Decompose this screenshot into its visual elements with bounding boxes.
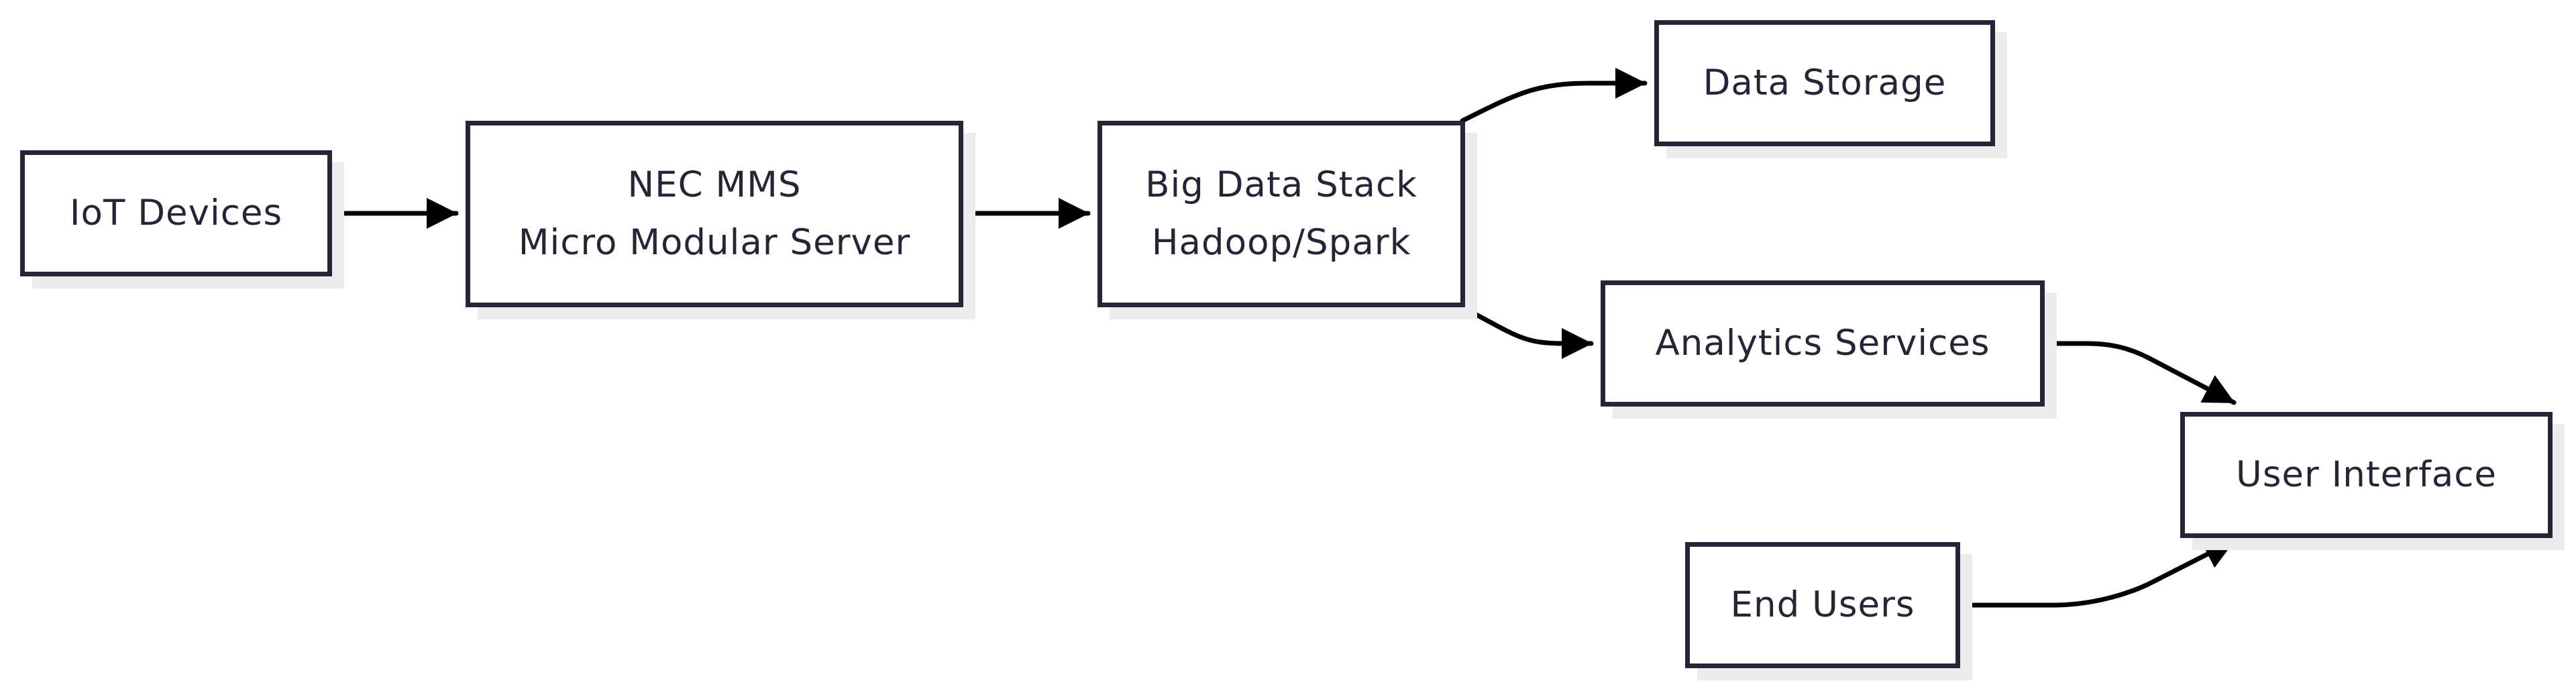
edge-bigdata-to-storage	[1460, 68, 1648, 123]
node-big-data-stack: Big Data Stack Hadoop/Spark	[1097, 121, 1465, 307]
node-end-users-label: End Users	[1730, 584, 1915, 625]
node-analytics-services-label: Analytics Services	[1655, 323, 1990, 364]
node-end-users: End Users	[1685, 542, 1960, 668]
node-nec-mms-line2: Micro Modular Server	[518, 222, 911, 263]
node-big-data-stack-line2: Hadoop/Spark	[1151, 222, 1411, 263]
node-data-storage: Data Storage	[1654, 20, 1995, 146]
node-nec-mms: NEC MMS Micro Modular Server	[466, 121, 963, 307]
node-user-interface-label: User Interface	[2236, 454, 2497, 495]
node-analytics-services: Analytics Services	[1601, 280, 2045, 407]
node-big-data-stack-line1: Big Data Stack	[1145, 164, 1417, 205]
edge-analytics-to-ui	[2042, 341, 2237, 405]
edge-endusers-to-ui	[1957, 538, 2237, 608]
node-data-storage-label: Data Storage	[1703, 62, 1947, 103]
node-iot-devices: IoT Devices	[20, 150, 332, 276]
edge-bigdata-to-analytics	[1460, 305, 1594, 359]
node-iot-devices-label: IoT Devices	[69, 193, 283, 233]
node-nec-mms-line1: NEC MMS	[627, 164, 802, 205]
node-user-interface: User Interface	[2180, 412, 2553, 538]
